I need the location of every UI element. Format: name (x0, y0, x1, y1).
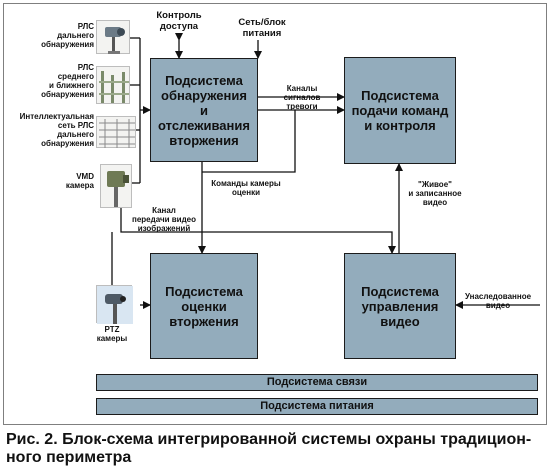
access-control-label: Контроль доступа (156, 10, 202, 32)
video-management-block: Подсистема управления видео (344, 253, 456, 359)
ptz-camera-label: PTZ камеры (96, 325, 128, 343)
radar-device-icon (96, 20, 130, 54)
fence-sensor-icon (96, 116, 136, 148)
legacy-video-label: Унаследованное видео (464, 292, 532, 310)
video-channel-line (120, 208, 396, 254)
camera-commands-line (202, 110, 296, 173)
detection-subsystem-block: Подсистема обнаружения и отслеживания вт… (150, 58, 258, 162)
power-network-label: Сеть/блок питания (238, 17, 286, 39)
video-channel-label: Канал передачи видео изображений (132, 206, 196, 233)
live-recorded-video-label: "Живое" и записанное видео (408, 180, 462, 207)
figure-caption: Рис. 2. Блок-схема интегрированной систе… (6, 431, 532, 466)
alarm-channels-label: Каналы сигналов тревоги (283, 84, 321, 111)
diagram-frame (3, 3, 547, 425)
communication-subsystem-bar: Подсистема связи (96, 374, 538, 391)
command-subsystem-block: Подсистема подачи команд и контроля (344, 57, 456, 164)
assessment-subsystem-block: Подсистема оценки вторжения (150, 253, 258, 359)
intelligent-network-label: Интеллектуальная сеть РЛС дальнего обнар… (19, 112, 94, 148)
ptz-camera-icon (96, 285, 133, 324)
long-range-radar-label: РЛС дальнего обнаружения (41, 22, 94, 49)
power-subsystem-bar: Подсистема питания (96, 398, 538, 415)
vmd-camera-label: VMD камера (65, 172, 94, 190)
camera-commands-label: Команды камеры оценки (211, 179, 281, 197)
mid-short-radar-label: РЛС среднего и ближнего обнаружения (41, 63, 94, 99)
sensor-post-icon (96, 66, 130, 104)
vmd-camera-icon (100, 164, 132, 208)
